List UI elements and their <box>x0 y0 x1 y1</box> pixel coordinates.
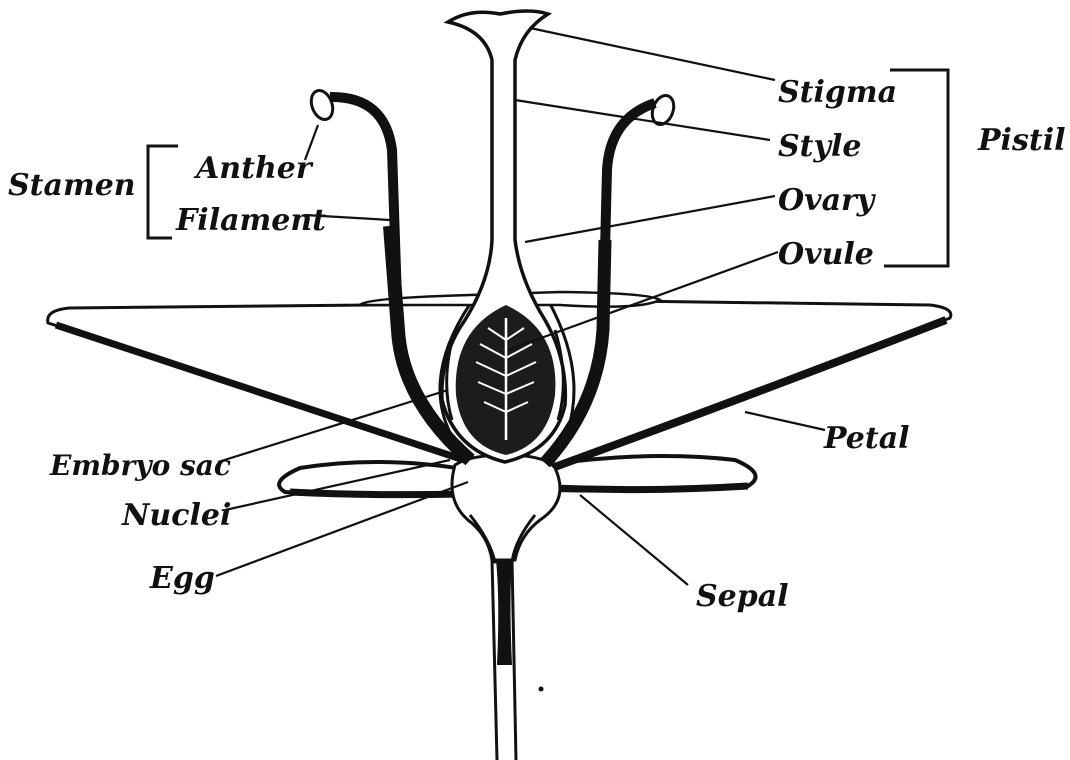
stamen-bracket <box>148 146 178 238</box>
receptacle <box>452 455 560 562</box>
sepal-left <box>279 462 470 495</box>
petal-label: Petal <box>823 421 910 456</box>
pistil-label: Pistil <box>977 123 1066 158</box>
style-label: Style <box>778 129 861 164</box>
stamen-label: Stamen <box>8 168 136 203</box>
stem <box>492 560 516 760</box>
filament-label: Filament <box>175 203 326 238</box>
nuclei-label: Nuclei <box>121 498 231 533</box>
stray-dot <box>539 687 544 692</box>
ovule-label: Ovule <box>778 237 874 272</box>
anther-label: Anther <box>193 151 314 186</box>
stigma-label: Stigma <box>778 75 897 110</box>
embryo-sac-label: Embryo sac <box>49 449 231 482</box>
egg-label: Egg <box>149 561 215 596</box>
sepal-label: Sepal <box>696 579 789 614</box>
ovary-label: Ovary <box>778 183 877 218</box>
